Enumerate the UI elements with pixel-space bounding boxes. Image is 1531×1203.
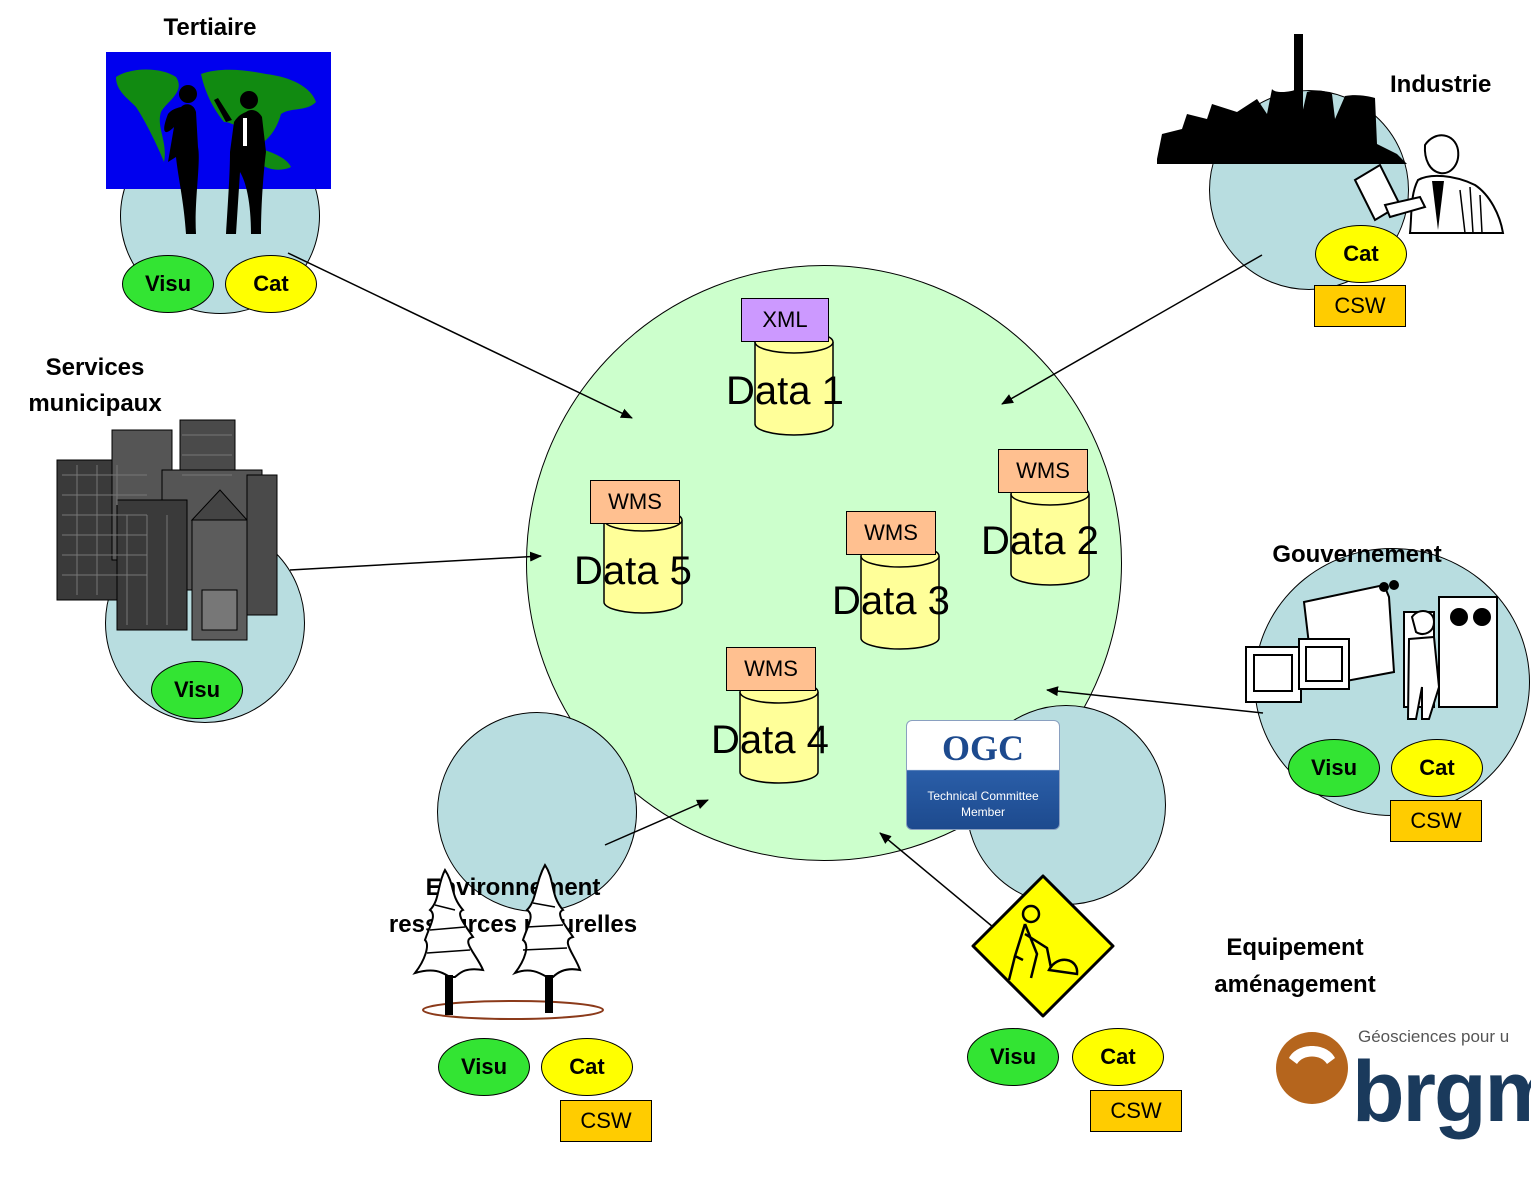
tertiaire-title: Tertiaire <box>163 14 257 41</box>
services-title-line2: municipaux <box>28 390 162 417</box>
data-label-1: Data 1 <box>726 369 844 413</box>
arrow-gouvernement <box>1046 686 1264 714</box>
environnement-cat-badge[interactable]: Cat <box>541 1038 633 1096</box>
industrie-title: Industrie <box>1390 71 1492 98</box>
computer-operator-icon <box>1245 580 1498 720</box>
service-tag-xml: XML <box>741 298 829 342</box>
industrie-csw-tag: CSW <box>1314 285 1406 327</box>
gouvernement-csw-tag: CSW <box>1390 800 1482 842</box>
service-tag-wms-2: WMS <box>998 449 1088 493</box>
environnement-circle <box>437 712 637 912</box>
factory-icon <box>1157 34 1407 164</box>
arrow-environnement <box>604 799 709 846</box>
brgm-tagline: Géosciences pour u <box>1358 1027 1510 1046</box>
equipement-title-line2: aménagement <box>1214 971 1376 998</box>
equipement-csw-tag: CSW <box>1090 1090 1182 1132</box>
tertiaire-cat-badge[interactable]: Cat <box>225 255 317 313</box>
equipement-visu-badge[interactable]: Visu <box>967 1028 1059 1086</box>
gouvernement-visu-badge[interactable]: Visu <box>1288 739 1380 797</box>
environnement-csw-tag: CSW <box>560 1100 652 1142</box>
data-label-2: Data 2 <box>981 519 1099 563</box>
world-map-presentation-icon <box>106 52 331 234</box>
industrie-cat-badge[interactable]: Cat <box>1315 225 1407 283</box>
brgm-logo-emblem <box>1276 1032 1348 1104</box>
gouvernement-title: Gouvernement <box>1272 541 1442 568</box>
roadwork-sign-icon <box>971 874 1115 1018</box>
gouvernement-cat-badge[interactable]: Cat <box>1391 739 1483 797</box>
arrow-equipement <box>879 832 1006 938</box>
service-tag-wms-4: WMS <box>726 647 816 691</box>
arrow-services <box>289 551 542 571</box>
trees-icon <box>412 863 604 1020</box>
ogc-logo-subtitle-1: Technical Committee <box>927 789 1039 803</box>
environnement-visu-badge[interactable]: Visu <box>438 1038 530 1096</box>
businessman-icon <box>1353 134 1505 234</box>
ogc-logo: OGC Technical Committee Member <box>906 720 1060 830</box>
brgm-wordmark: brgm <box>1352 1044 1531 1140</box>
data-label-4: Data 4 <box>711 718 829 762</box>
ogc-logo-subtitle-2: Member <box>960 805 1005 819</box>
equipement-cat-badge[interactable]: Cat <box>1072 1028 1164 1086</box>
data-label-3: Data 3 <box>832 579 950 623</box>
services-title-line1: Services <box>45 354 145 381</box>
arrow-tertiaire <box>287 252 633 419</box>
arrow-industrie <box>1001 254 1263 405</box>
service-tag-wms-3: WMS <box>846 511 936 555</box>
equipement-title-line1: Equipement <box>1226 934 1364 961</box>
service-tag-wms-5: WMS <box>590 480 680 524</box>
tertiaire-visu-badge[interactable]: Visu <box>122 255 214 313</box>
data-label-5: Data 5 <box>574 549 692 593</box>
services-visu-badge[interactable]: Visu <box>151 661 243 719</box>
buildings-icon <box>56 419 278 641</box>
ogc-logo-title: OGC <box>941 728 1024 768</box>
